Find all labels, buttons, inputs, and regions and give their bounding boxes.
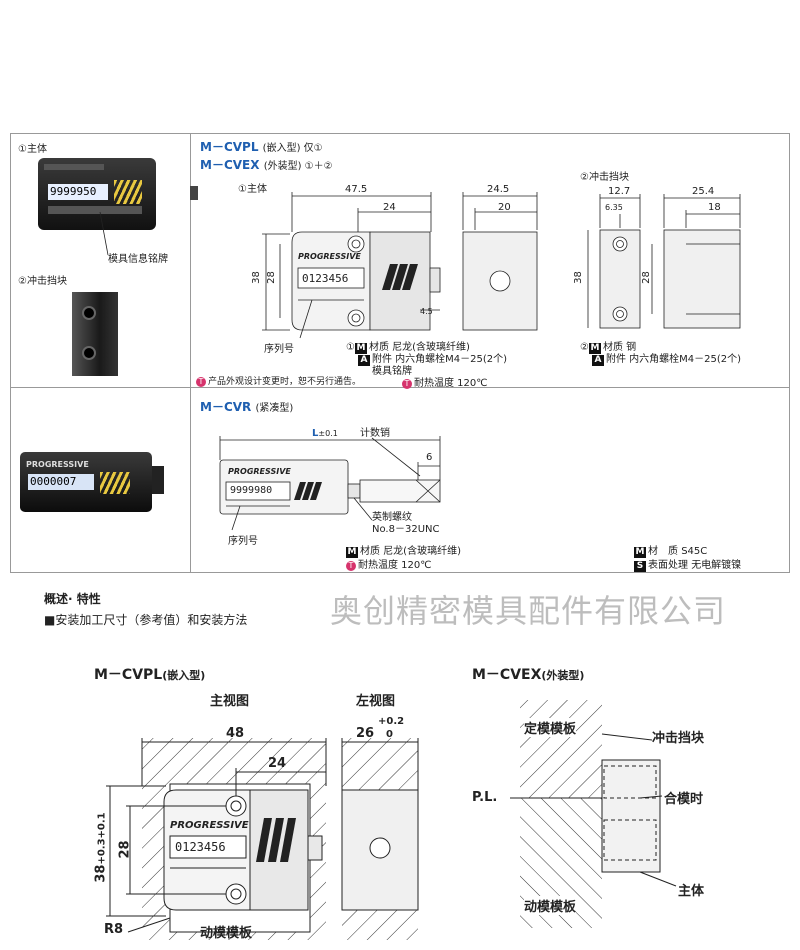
cvex-stopper: 冲击挡块 — [652, 731, 705, 746]
front-view-label: 主视图 — [210, 694, 250, 709]
diagram-stopper-label: ②冲击挡块 — [580, 172, 629, 183]
diagram-body-label: ①主体 — [238, 184, 267, 195]
dim-20: 20 — [498, 202, 511, 213]
cvr-photo: PROGRESSIVE 0000007 — [20, 452, 164, 512]
counter-body-photo: 9999950 — [38, 158, 198, 230]
left-view-label: 左视图 — [356, 694, 396, 709]
cvr-dim-L: L±0.1 — [312, 428, 338, 439]
brand-label: PROGRESSIVE — [298, 252, 361, 261]
overview-heading: 概述· 特性 — [44, 592, 101, 606]
cvr-display: 9999980 — [230, 485, 273, 496]
table-divider-horizontal — [10, 387, 790, 388]
dim-24-5: 24.5 — [487, 184, 510, 195]
cvr-dim-6: 6 — [426, 452, 433, 463]
stopper-photo — [72, 292, 118, 376]
cvr-photo-brand: PROGRESSIVE — [26, 460, 89, 469]
overview-bullet: ■安装加工尺寸（参考值）和安装方法 — [44, 613, 248, 627]
dim-47-5: 47.5 — [345, 184, 368, 195]
cvr-thread-1: 英制螺纹 — [372, 512, 412, 523]
dim-24: 24 — [383, 202, 396, 213]
cvr-pin: 计数销 — [360, 428, 390, 439]
install-dim-28: 28 — [117, 840, 133, 859]
cvr-brand: PROGRESSIVE — [228, 467, 291, 476]
dim-25-4: 25.4 — [692, 186, 715, 197]
cvex-moving-plate: 动模模板 — [524, 896, 577, 915]
spec-table — [10, 133, 790, 573]
install-dim-24: 24 — [268, 756, 287, 771]
cvex-pl: P.L. — [472, 790, 498, 805]
dim-12-7: 12.7 — [608, 186, 631, 197]
company-watermark: 奥创精密模具配件有限公司 — [330, 592, 727, 630]
install-dim-48: 48 — [226, 726, 245, 741]
counter-display: 0123456 — [302, 272, 349, 285]
install-dim-38: 38+0.3+0.1 — [93, 812, 109, 883]
photo-logo-stripes — [114, 180, 142, 204]
cvex-title: M－CVEX (外装型) ①＋② — [200, 158, 333, 172]
serial-label: 序列号 — [264, 344, 294, 355]
cvex-body: 主体 — [678, 884, 705, 899]
install-brand: PROGRESSIVE — [170, 820, 249, 831]
install-cvpl-title: M－CVPL(嵌入型) — [94, 667, 206, 683]
cvr-title: M－CVR (紧凑型) — [200, 400, 294, 414]
cvex-fixed-plate: 定模模板 — [524, 718, 577, 737]
cvr-thread-2: No.8－32UNC — [372, 524, 440, 535]
dim-6-35: 6.35 — [605, 203, 623, 212]
photo-counter-display: 9999950 — [48, 184, 108, 200]
body-nameplate: 模具铭牌 — [372, 366, 412, 377]
cvr-photo-display: 0000007 — [28, 474, 94, 490]
install-counter-display: 0123456 — [175, 840, 226, 854]
cvex-closed: 合模时 — [664, 792, 704, 807]
dim-4-5: 4.5 — [420, 307, 433, 316]
cvpl-title: M－CVPL (嵌入型) 仅① — [200, 140, 323, 154]
cvr-serial: 序列号 — [228, 536, 258, 547]
body-label: ①主体 — [18, 144, 47, 155]
install-tol-zero: 0 — [386, 729, 393, 740]
install-r8: R8 — [104, 922, 124, 937]
install-tol-plus: +0.2 — [378, 716, 405, 727]
dim-18: 18 — [708, 202, 721, 213]
install-dim-26: 26 — [356, 726, 375, 741]
install-moving-plate: 动模模板 — [200, 926, 253, 941]
stopper-label: ②冲击挡块 — [18, 276, 67, 287]
table-divider-vertical — [190, 133, 191, 573]
install-cvex-title: M－CVEX(外装型) — [472, 667, 585, 683]
nameplate-label: 模具信息铭牌 — [108, 254, 168, 265]
